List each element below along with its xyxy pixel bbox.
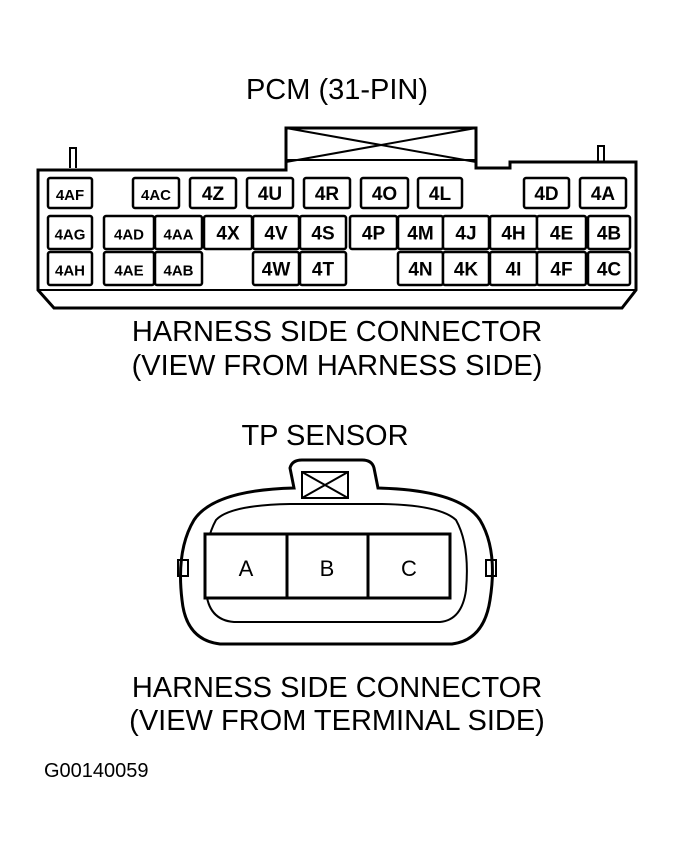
pin-cell bbox=[46, 176, 94, 210]
pin-cell bbox=[522, 176, 571, 210]
tp-pin-a: A bbox=[239, 556, 254, 581]
pcm-pin-4p: 4P bbox=[348, 214, 399, 251]
pcm-pin-4l: 4L bbox=[416, 176, 464, 210]
pcm-pin-4ad: 4AD bbox=[102, 214, 156, 251]
pcm-pin-4e: 4E bbox=[535, 214, 588, 251]
tp-sensor-title: TP SENSOR bbox=[241, 420, 409, 452]
pcm-title: PCM (31-PIN) bbox=[245, 74, 429, 106]
pcm-pin-4v: 4V bbox=[251, 214, 301, 251]
pin-label: 4W bbox=[262, 260, 291, 281]
pin-label: 4L bbox=[429, 184, 452, 205]
tp-sensor-connector-body bbox=[177, 458, 497, 646]
pin-label: 4H bbox=[501, 224, 525, 245]
pcm-pin-4af: 4AF bbox=[46, 176, 94, 210]
pin-label: 4Z bbox=[202, 184, 225, 205]
pcm-pin-4u: 4U bbox=[245, 176, 295, 210]
pin-cell bbox=[153, 214, 204, 251]
pin-label: 4A bbox=[591, 184, 616, 205]
tp-pin-b: B bbox=[320, 556, 335, 581]
pin-cell bbox=[245, 176, 295, 210]
pcm-pins: 4AF 4AC 4Z 4U 4R 4O 4L 4D 4A 4AG 4AD 4AA 4X 4V 4S 4P 4M 4… bbox=[46, 176, 632, 287]
pin-label: 4AD bbox=[114, 227, 144, 244]
pcm-pin-4d: 4D bbox=[522, 176, 571, 210]
pcm-pin-4o: 4O bbox=[359, 176, 410, 210]
pin-cell bbox=[188, 176, 238, 210]
pin-cell bbox=[298, 250, 348, 287]
pin-label: 4AE bbox=[114, 263, 143, 280]
pin-cell bbox=[586, 214, 632, 251]
pin-label: 4P bbox=[362, 224, 386, 245]
pin-label: 4X bbox=[216, 224, 240, 245]
pin-label: 4AB bbox=[163, 263, 193, 280]
pin-cell bbox=[46, 250, 94, 287]
pin-label: 4AG bbox=[55, 227, 86, 244]
pin-label: 4N bbox=[408, 260, 432, 281]
pcm-pin-4x: 4X bbox=[202, 214, 254, 251]
pin-label: 4R bbox=[315, 184, 340, 205]
pin-label: 4C bbox=[597, 260, 622, 281]
pin-cell bbox=[535, 214, 588, 251]
pin-label: 4T bbox=[312, 260, 335, 281]
pin-cell bbox=[302, 176, 352, 210]
pin-label: 4O bbox=[372, 184, 397, 205]
pcm-pin-4m: 4M bbox=[396, 214, 445, 251]
pin-cell bbox=[535, 250, 588, 287]
pcm-pin-4t: 4T bbox=[298, 250, 348, 287]
pcm-pin-4a: 4A bbox=[578, 176, 628, 210]
pcm-pin-4j: 4J bbox=[441, 214, 491, 251]
pin-cell bbox=[46, 214, 94, 251]
pcm-pin-4k: 4K bbox=[441, 250, 491, 287]
pin-label: 4AH bbox=[55, 263, 85, 280]
pin-cell bbox=[578, 176, 628, 210]
figure-id: G00140059 bbox=[44, 760, 149, 782]
pcm-pin-4h: 4H bbox=[488, 214, 539, 251]
pcm-pin-4ac: 4AC bbox=[131, 176, 181, 210]
pin-cell bbox=[586, 250, 632, 287]
pin-cell bbox=[298, 214, 348, 251]
pcm-pin-4ah: 4AH bbox=[46, 250, 94, 287]
pcm-pin-4n: 4N bbox=[396, 250, 445, 287]
pcm-pin-4ae: 4AE bbox=[102, 250, 156, 287]
pin-cell bbox=[153, 250, 204, 287]
pin-label: 4AC bbox=[141, 187, 171, 204]
pin-label: 4D bbox=[534, 184, 558, 205]
pin-label: 4F bbox=[550, 260, 572, 281]
pcm-pin-4ab: 4AB bbox=[153, 250, 204, 287]
pcm-pin-4i: 4I bbox=[488, 250, 539, 287]
pin-cell bbox=[359, 176, 410, 210]
pin-label: 4AA bbox=[163, 227, 193, 244]
pin-label: 4B bbox=[597, 224, 621, 245]
pin-label: 4E bbox=[550, 224, 573, 245]
pcm-caption-line2: (VIEW FROM HARNESS SIDE) bbox=[131, 350, 543, 382]
pcm-pin-4b: 4B bbox=[586, 214, 632, 251]
pin-label: 4AF bbox=[56, 187, 84, 204]
pin-cell bbox=[416, 176, 464, 210]
pin-label: 4V bbox=[264, 224, 288, 245]
pin-label: 4M bbox=[407, 224, 433, 245]
pcm-pin-4f: 4F bbox=[535, 250, 588, 287]
pcm-pin-4c: 4C bbox=[586, 250, 632, 287]
pcm-pin-4w: 4W bbox=[251, 250, 301, 287]
pcm-pin-4r: 4R bbox=[302, 176, 352, 210]
tp-caption-line1: HARNESS SIDE CONNECTOR bbox=[131, 672, 543, 704]
pin-label: 4S bbox=[311, 224, 334, 245]
tp-caption-line2: (VIEW FROM TERMINAL SIDE) bbox=[129, 705, 545, 737]
pcm-caption-line1: HARNESS SIDE CONNECTOR bbox=[131, 316, 543, 348]
pin-cell bbox=[131, 176, 181, 210]
pcm-pin-4z: 4Z bbox=[188, 176, 238, 210]
pcm-pin-4aa: 4AA bbox=[153, 214, 204, 251]
tp-pin-c: C bbox=[401, 556, 417, 581]
pin-label: 4I bbox=[506, 260, 522, 281]
pin-label: 4J bbox=[455, 224, 476, 245]
pcm-pin-4ag: 4AG bbox=[46, 214, 94, 251]
pin-label: 4U bbox=[258, 184, 282, 205]
pcm-pin-4s: 4S bbox=[298, 214, 348, 251]
pin-label: 4K bbox=[454, 260, 479, 281]
